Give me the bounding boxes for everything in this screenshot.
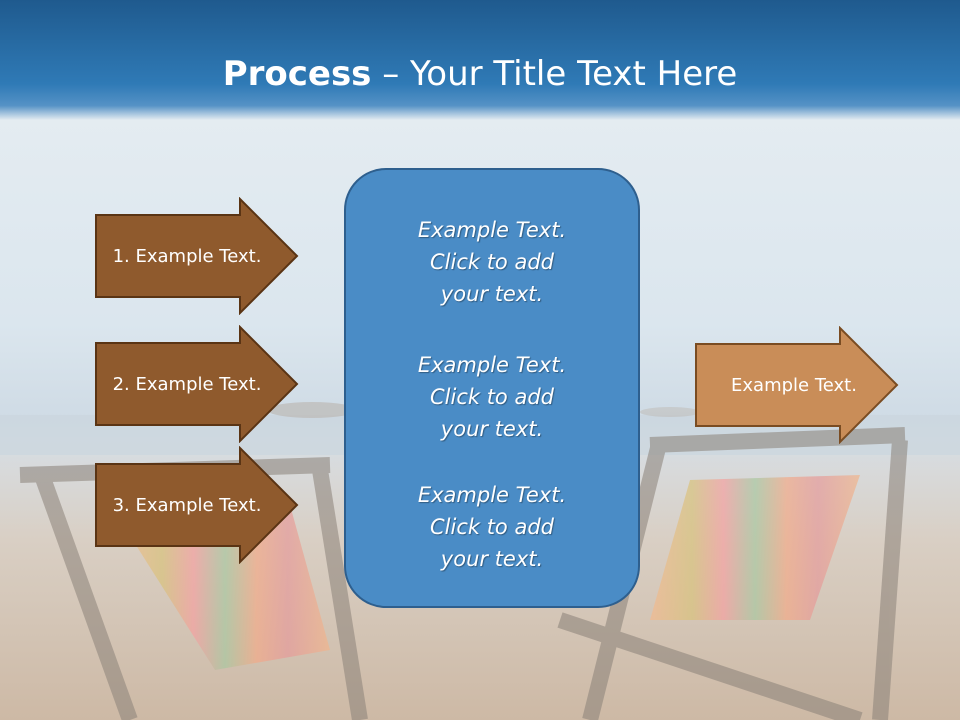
center-text-block-1: Example Text. Click to add your text. xyxy=(346,214,638,310)
arrow-shape xyxy=(695,326,899,444)
title-band xyxy=(0,0,960,120)
arrow-shape xyxy=(95,197,299,315)
left-arrow-1-label: 1. Example Text. xyxy=(112,245,262,267)
right-arrow-label: Example Text. xyxy=(731,374,857,396)
center-block-2-line-3: your text. xyxy=(440,417,544,441)
slide-title[interactable]: Process – Your Title Text Here xyxy=(0,52,960,96)
left-arrow-3[interactable]: 3. Example Text. xyxy=(94,446,300,564)
center-block-2-line-2: Click to add xyxy=(429,385,554,409)
center-block-1-line-1: Example Text. xyxy=(417,218,567,242)
right-arrow[interactable]: Example Text. xyxy=(694,326,900,444)
center-block-3-line-3: your text. xyxy=(440,547,544,571)
center-block-1-line-3: your text. xyxy=(440,282,544,306)
center-block-2-line-1: Example Text. xyxy=(417,353,567,377)
left-arrow-1[interactable]: 1. Example Text. xyxy=(94,197,300,315)
left-arrow-2[interactable]: 2. Example Text. xyxy=(94,325,300,443)
center-text-block-2: Example Text. Click to add your text. xyxy=(346,349,638,445)
center-block-1-line-2: Click to add xyxy=(429,250,554,274)
title-rest-text: – Your Title Text Here xyxy=(371,54,738,94)
title-bold-text: Process xyxy=(222,54,372,94)
arrow-shape xyxy=(95,325,299,443)
center-block-3-line-1: Example Text. xyxy=(417,483,567,507)
left-arrow-3-label: 3. Example Text. xyxy=(112,494,262,516)
center-text-box[interactable]: Example Text. Click to add your text. Ex… xyxy=(344,168,640,608)
arrow-shape xyxy=(95,446,299,564)
center-text-block-3: Example Text. Click to add your text. xyxy=(346,479,638,575)
center-block-3-line-2: Click to add xyxy=(429,515,554,539)
left-arrow-2-label: 2. Example Text. xyxy=(112,373,262,395)
